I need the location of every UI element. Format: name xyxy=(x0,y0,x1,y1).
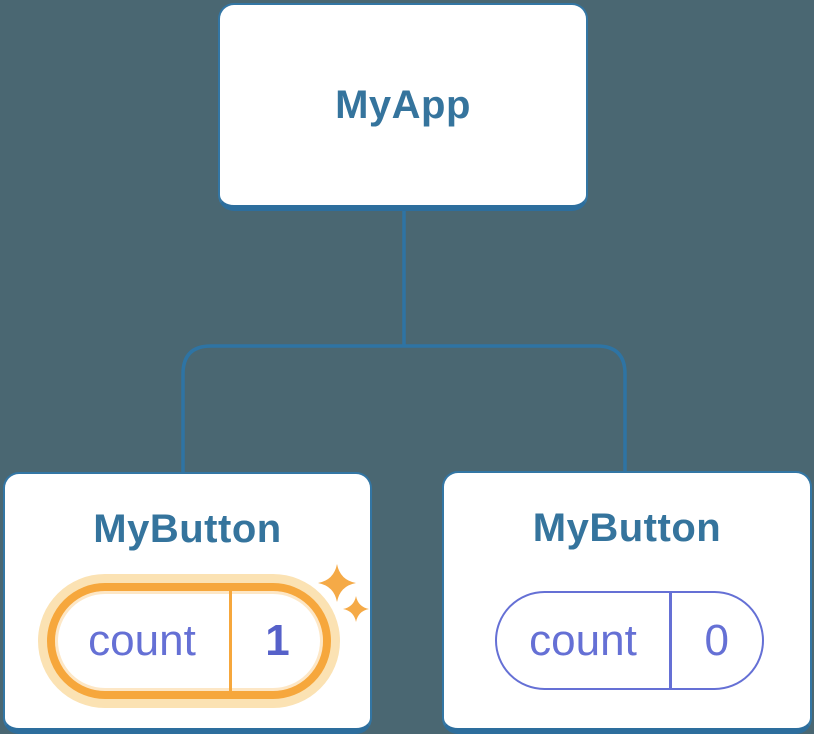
component-label-mybutton-right: MyButton xyxy=(532,506,722,550)
state-value-cell: 1 xyxy=(232,591,323,691)
state-value-label: 0 xyxy=(704,615,729,665)
component-label-myapp: MyApp xyxy=(335,83,471,127)
component-node-mybutton-left: MyButton count 1 xyxy=(3,472,372,734)
sparkle-large xyxy=(318,564,356,602)
sparkles-icon xyxy=(318,564,369,622)
state-name-label: count xyxy=(88,616,196,665)
state-value-cell: 0 xyxy=(672,593,763,688)
state-pill-divider xyxy=(669,593,672,688)
state-name-cell: count xyxy=(55,591,229,691)
component-label-mybutton-left: MyButton xyxy=(93,507,282,551)
state-name-label: count xyxy=(529,615,637,665)
sparkle-small xyxy=(343,596,369,622)
state-pill-plain: count 0 xyxy=(495,591,764,690)
state-pill-divider xyxy=(229,591,232,691)
connector-bracket xyxy=(181,344,627,473)
component-node-myapp: MyApp xyxy=(218,3,588,211)
state-name-cell: count xyxy=(497,593,669,688)
state-pill-highlighted: count 1 xyxy=(47,583,331,699)
state-value-label: 1 xyxy=(265,616,290,665)
component-node-mybutton-right: MyButton count 0 xyxy=(442,471,812,734)
